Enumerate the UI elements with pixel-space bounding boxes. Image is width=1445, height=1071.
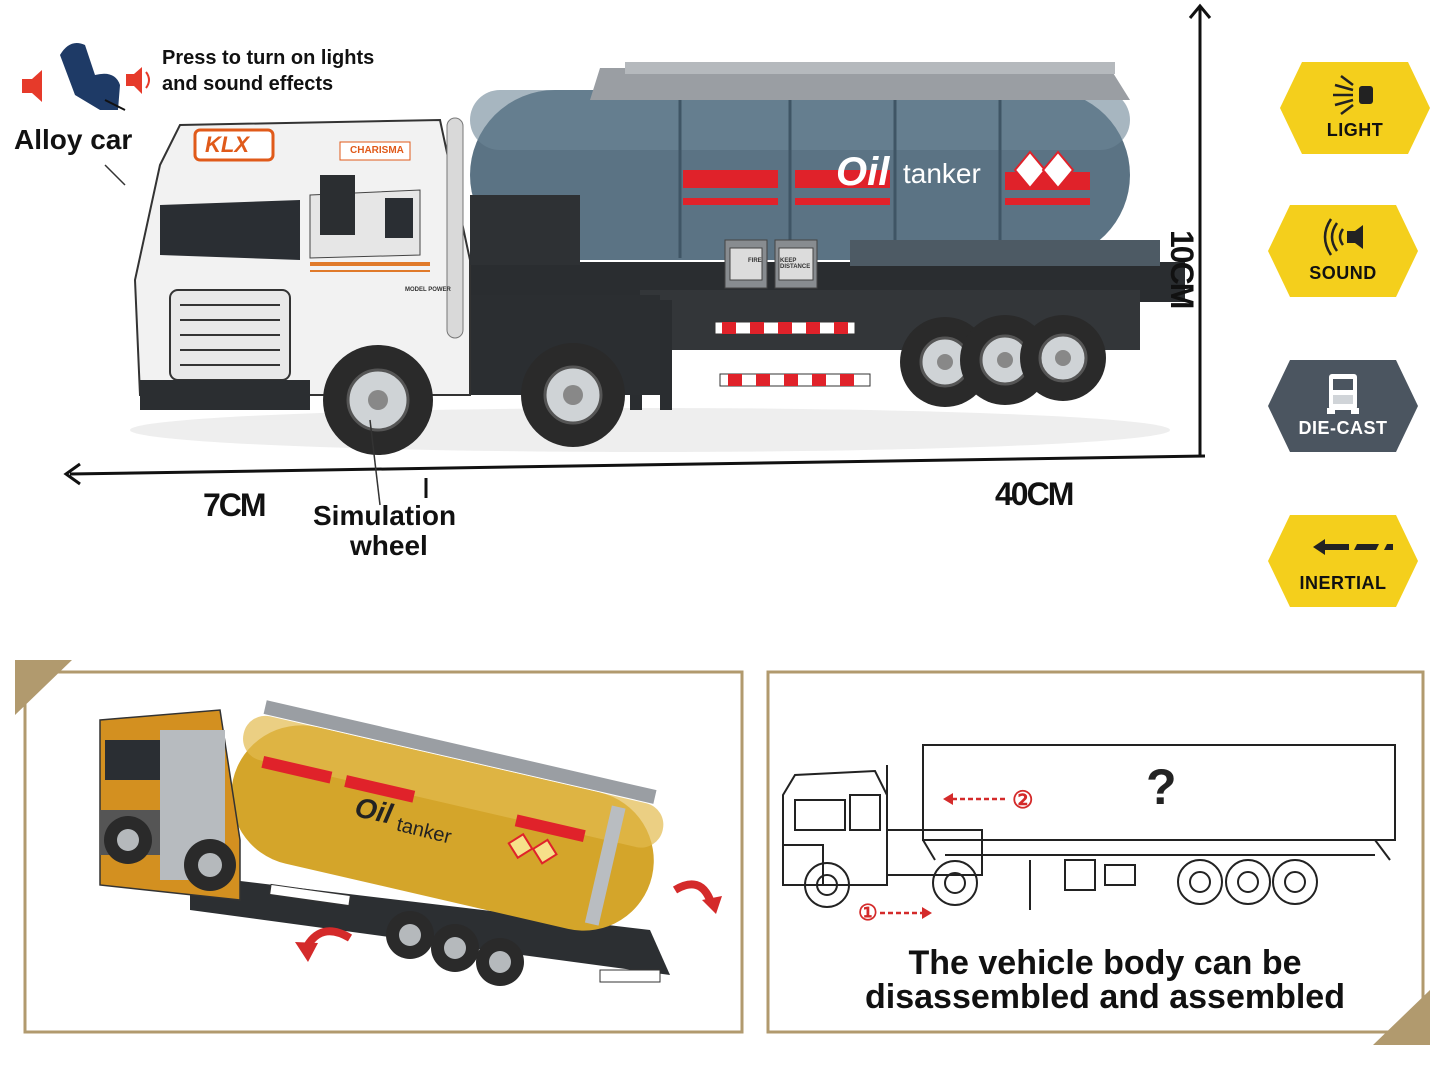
oil-tank [470,62,1160,289]
feature-light: LIGHT [1280,62,1430,154]
feature-die-cast: DIE-CAST [1268,360,1418,452]
speaker-right-icon [126,67,150,94]
feature-light-label: LIGHT [1326,120,1384,140]
wheels [323,315,1106,455]
feature-inertial-label: INERTIAL [1299,573,1387,593]
feature-inertial: INERTIAL [1268,515,1418,607]
length-dimension-label: 40CM [995,476,1074,512]
light-icon [1333,75,1373,115]
step-2-marker: ② [1012,787,1034,814]
assembly-caption-line1: The vehicle body can be [908,944,1302,982]
simulation-wheel-label-line1: Simulation [313,500,457,531]
cab-model-text: CHARISMA [350,145,404,156]
unknown-cargo-mark: ? [1146,759,1177,815]
tank-oil-text: Oil [836,150,890,194]
assembly-caption-line2: disassembled and assembled [865,978,1345,1016]
feature-die-cast-label: DIE-CAST [1298,418,1388,438]
speaker-left-icon [22,70,42,102]
step-1-marker: ① [858,900,878,925]
keep-distance-sign-text: KEEP DISTANCE [780,258,811,270]
brand-logo-text: KLX [205,132,249,157]
main-truck-illustration [22,3,1212,506]
simulation-wheel-label-line2: wheel [350,530,428,561]
sound-icon [1323,218,1363,256]
fire-sign-text: FIRE [748,258,762,264]
width-dimension-label: 7CM [203,487,267,523]
tank-tanker-text: tanker [903,158,981,189]
press-instruction-line1: Press to turn on lights [162,47,375,69]
disassembly-diagram [782,744,1396,919]
press-hand-icon [60,42,126,111]
alloy-car-label: Alloy car [14,124,133,155]
dimension-lines [63,3,1212,498]
feature-sound: SOUND [1268,205,1418,297]
press-instruction-line2: and sound effects [162,73,334,95]
height-dimension-label: 10CM [1164,230,1200,308]
inertial-arrow-icon [1313,539,1393,555]
feature-sound-label: SOUND [1309,263,1377,283]
rotate-arrow-right-icon [672,880,714,902]
truck-front-icon [1327,374,1359,414]
hazard-diamond-icons [1013,150,1075,190]
yellow-tanker-illustration [99,700,722,986]
model-power-text: MODEL POWER [405,287,451,293]
bottom-frame [15,660,1430,1045]
